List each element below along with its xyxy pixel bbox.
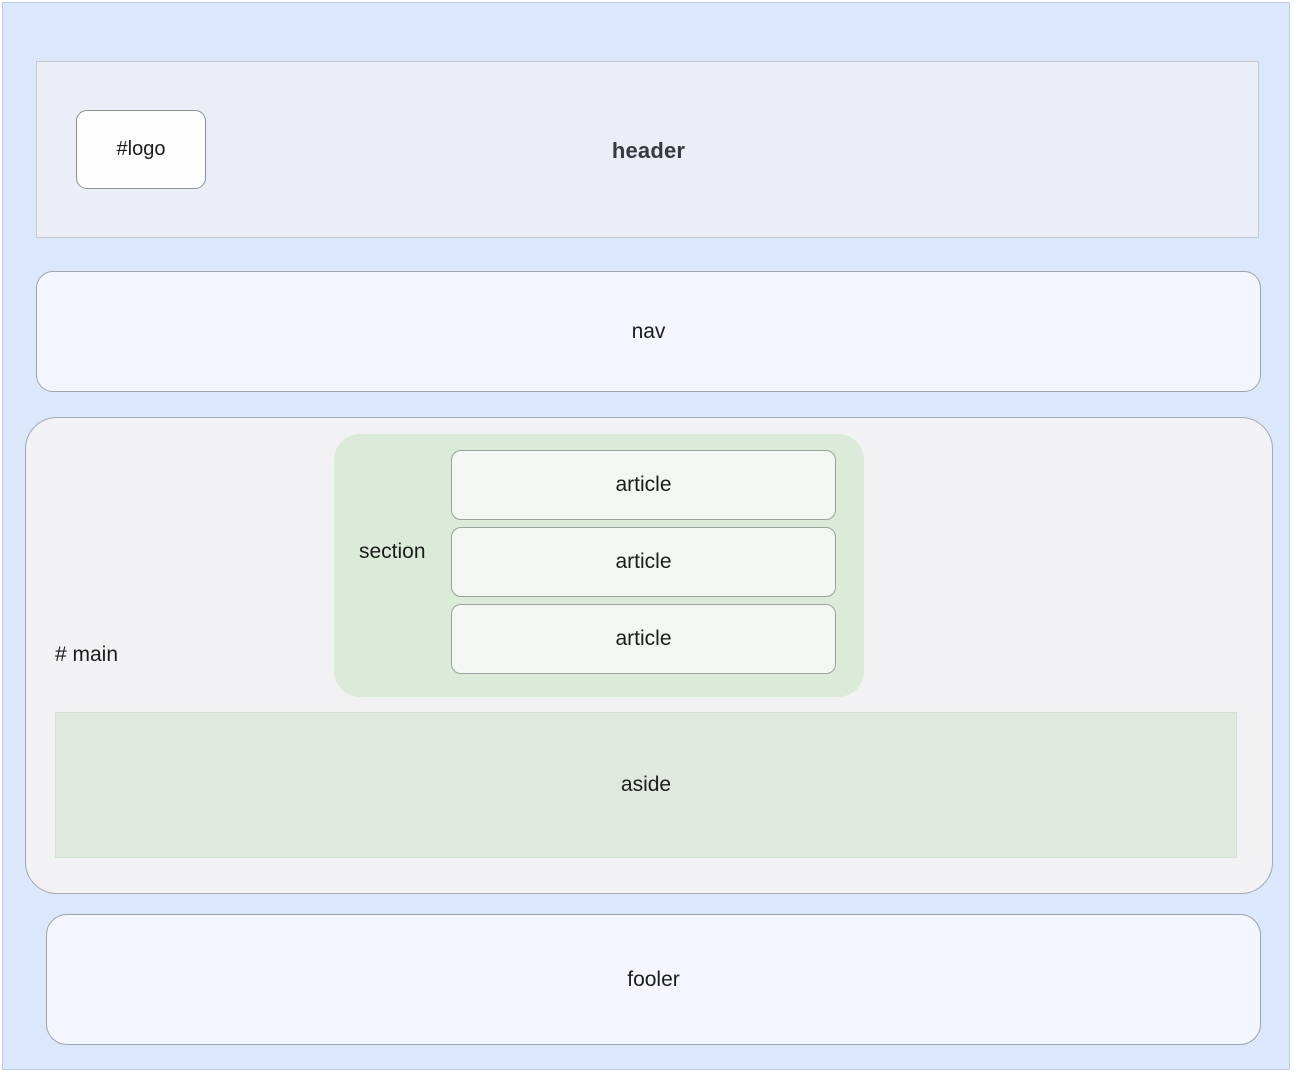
main-region: # main section article article article a… [25,417,1273,894]
section-region: section article article article [334,434,864,697]
aside-region: aside [55,712,1237,858]
article-box[interactable]: article [451,527,836,597]
logo-box[interactable]: #logo [76,110,206,189]
main-label: # main [55,643,119,666]
header-region: header #logo [36,61,1259,238]
header-label: header [611,137,686,163]
section-label: section [359,540,426,563]
nav-region[interactable]: nav [36,271,1261,392]
article-box[interactable]: article [451,450,836,520]
footer-region[interactable]: fooler [46,914,1261,1045]
page-frame: header #logo nav # main section article … [2,2,1290,1070]
article-box[interactable]: article [451,604,836,674]
